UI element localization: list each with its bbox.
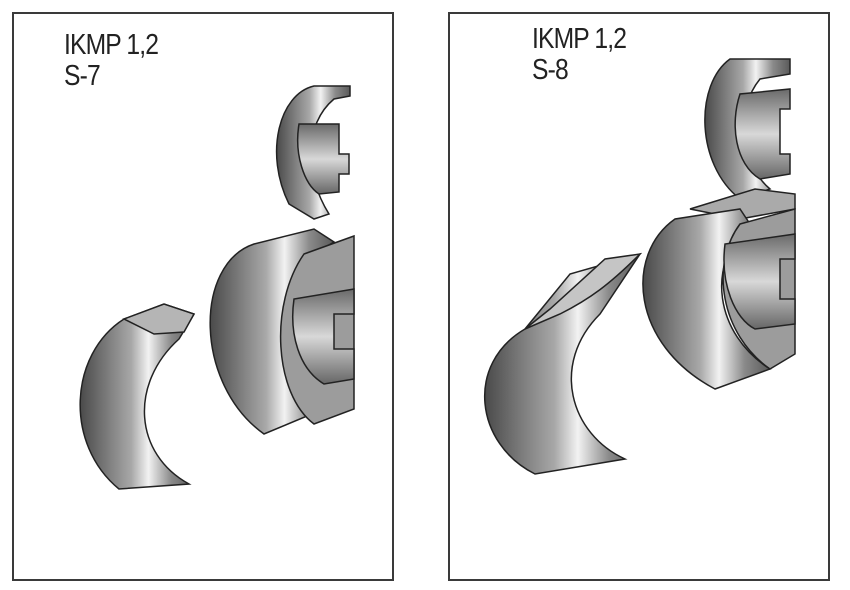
panel-s8: IKMP 1,2 S-8 — [448, 12, 830, 581]
panel-s7: IKMP 1,2 S-7 — [12, 12, 394, 581]
plain-bearing-shell — [483, 252, 642, 475]
bearing-parts-illustration — [483, 58, 796, 475]
panel-label: IKMP 1,2 S-7 — [64, 29, 159, 92]
panel-label: IKMP 1,2 S-8 — [532, 23, 627, 86]
small-bearing-shell — [275, 85, 351, 220]
bearing-parts-illustration — [79, 85, 355, 490]
panel-code: S-8 — [532, 54, 569, 86]
panel-title: IKMP 1,2 — [64, 29, 159, 61]
plain-bearing-shell — [79, 303, 196, 490]
panel-title: IKMP 1,2 — [532, 23, 627, 55]
panel-code: S-7 — [64, 60, 101, 92]
